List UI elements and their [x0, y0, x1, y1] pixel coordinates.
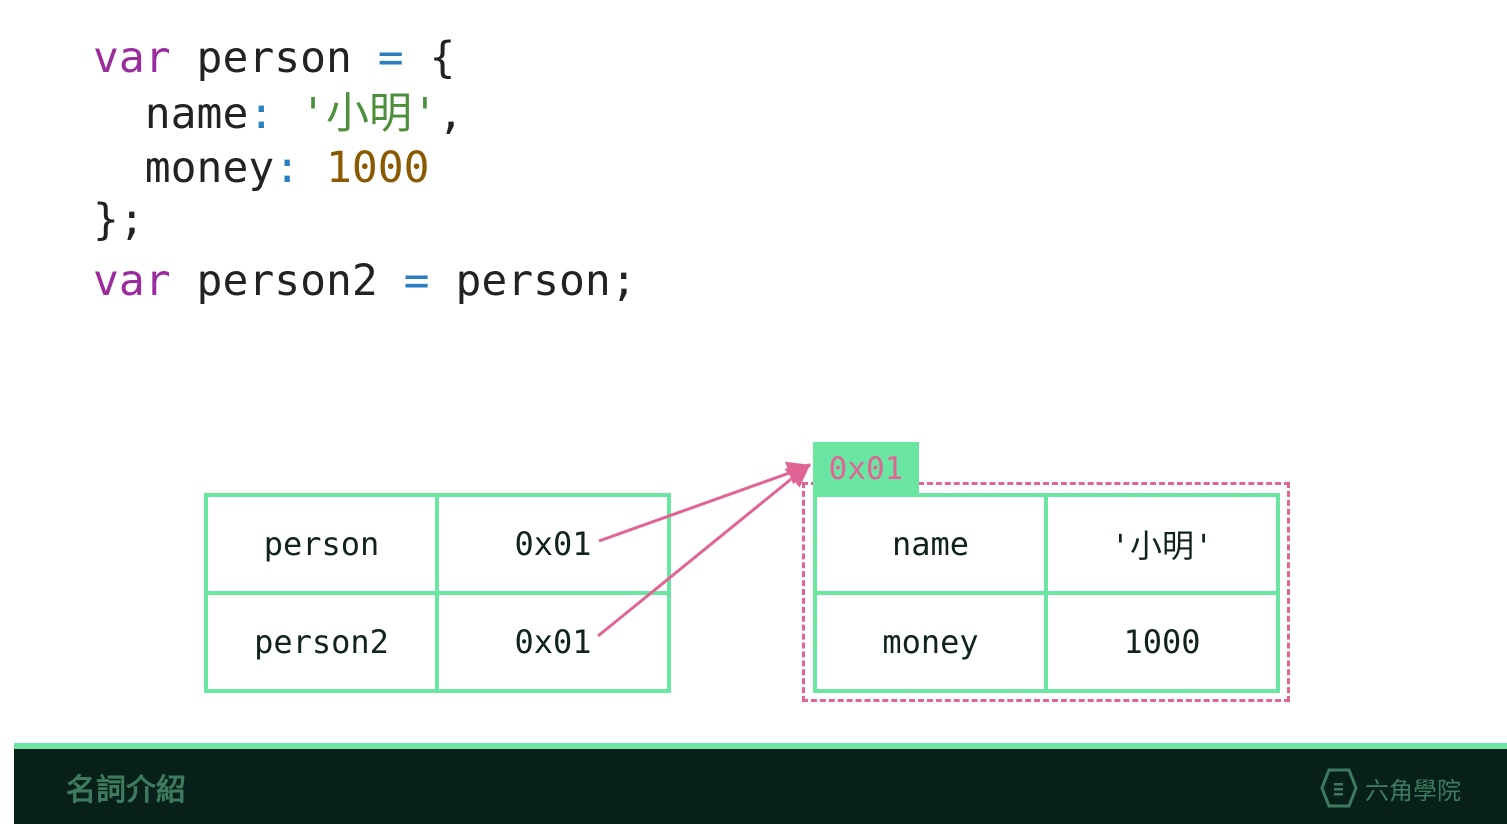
code-line-4: }; — [93, 195, 145, 245]
property: money — [93, 143, 275, 193]
heap-value: '小明' — [1110, 527, 1214, 565]
footer-bar: 名詞介紹 六角學院 — [14, 749, 1507, 824]
brand-name: 六角學院 — [1365, 776, 1461, 805]
stack-var-name: person — [263, 525, 380, 563]
code-block: var person = { name: '小明', money: 1000 }… — [93, 30, 637, 330]
stack-var-address: 0x01 — [514, 623, 592, 661]
heap-object-boundary — [802, 482, 1290, 702]
comma: , — [437, 89, 464, 139]
operator: = — [377, 33, 404, 83]
code-line-2: name: '小明', — [93, 86, 464, 142]
keyword: var — [93, 33, 171, 83]
keyword: var — [93, 256, 171, 306]
property: name — [93, 89, 249, 139]
divider — [813, 591, 1280, 595]
heap-key: money — [882, 623, 979, 661]
stack-var-address: 0x01 — [514, 525, 592, 563]
heap-value: 1000 — [1123, 623, 1201, 661]
string-value: '小明' — [274, 89, 438, 139]
code-line-1: var person = { — [93, 30, 455, 86]
code-text: { — [403, 33, 456, 83]
identifier: person2 — [170, 256, 404, 306]
hexagon-logo-icon — [1320, 768, 1358, 808]
operator: = — [403, 256, 430, 306]
heap-address-tag: 0x01 — [813, 442, 919, 495]
colon: : — [274, 143, 301, 193]
section-title: 名詞介紹 — [66, 773, 186, 808]
colon: : — [248, 89, 275, 139]
arrow-person — [598, 461, 812, 543]
identifier: person — [170, 33, 378, 83]
stack-var-name: person2 — [254, 623, 389, 661]
code-line-5: var person2 = person; — [93, 253, 637, 309]
heap-key: name — [891, 525, 970, 563]
code-line-3: money: 1000 — [93, 140, 430, 196]
arrow-person2 — [597, 463, 811, 638]
brand-logo: 六角學院 — [1319, 767, 1461, 809]
divider — [204, 591, 671, 595]
number-value: 1000 — [300, 143, 430, 193]
footer-accent — [14, 743, 1507, 749]
code-text: person; — [429, 256, 637, 306]
